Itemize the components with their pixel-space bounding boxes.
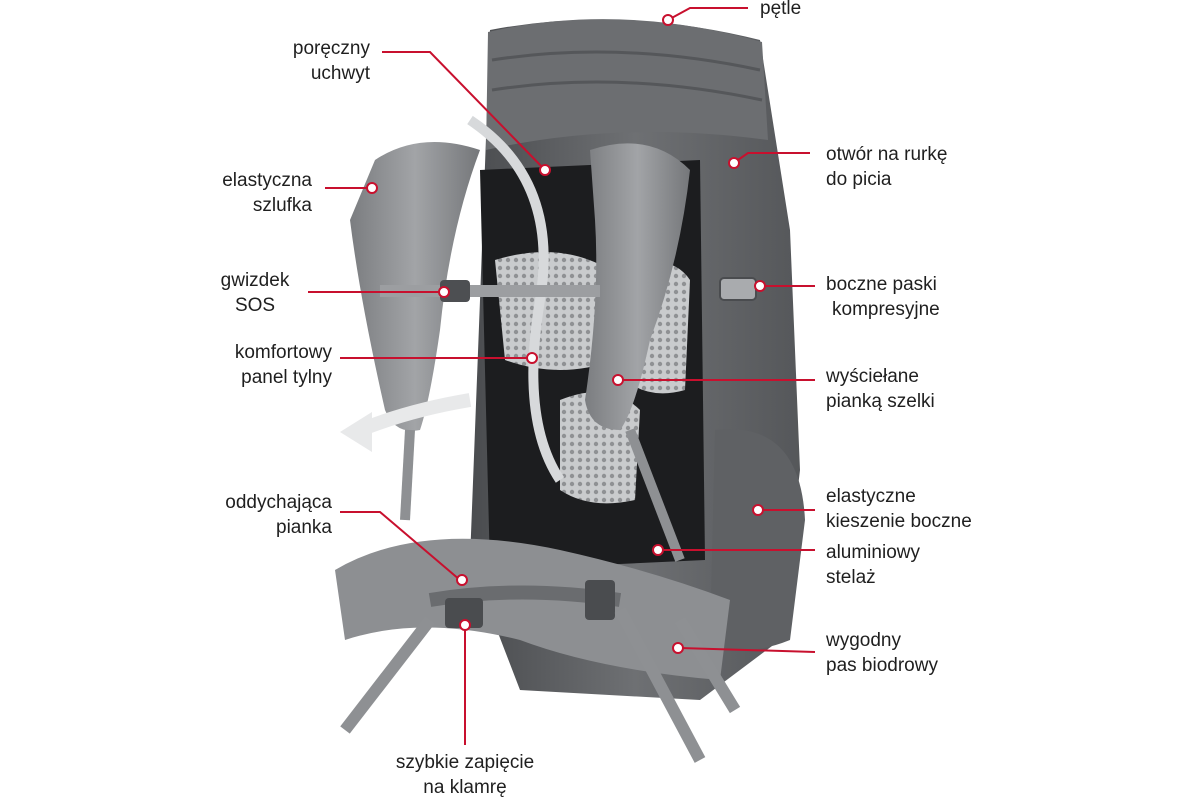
pointer-dots <box>366 14 766 654</box>
label-elastyczne-kieszenie-line1: elastyczne <box>826 486 916 507</box>
mesh-panel <box>495 252 615 370</box>
label-wyscielane-szelki-line1: wyściełane <box>826 366 919 387</box>
label-gwizdek-sos-line1: gwizdek <box>220 270 290 291</box>
dot-szybkie-zapiecie <box>459 619 471 631</box>
label-aluminiowy-stelaz-line1: aluminiowy <box>826 542 920 563</box>
dot-aluminiowy-stelaz <box>652 544 664 556</box>
label-gwizdek-sos: gwizdek SOS <box>205 268 305 318</box>
dot-boczne-paski <box>754 280 766 292</box>
pointer-petle <box>667 7 748 21</box>
label-komfortowy-panel-line2: panel tylny <box>241 367 332 388</box>
pointer-wygodny-pas <box>679 647 816 653</box>
label-boczne-paski-line2: kompresyjne <box>832 299 940 320</box>
label-szybkie-zapiecie-line1: szybkie zapięcie <box>395 752 535 773</box>
label-oddychajaca-pianka-line1: oddychająca <box>225 492 332 513</box>
label-wygodny-pas-line1: wygodny <box>826 630 901 651</box>
label-szybkie-zapiecie: szybkie zapięcie na klamrę <box>370 750 560 800</box>
label-aluminiowy-stelaz-line2: stelaż <box>826 567 876 588</box>
label-oddychajaca-pianka: oddychająca pianka <box>225 490 332 540</box>
label-elastyczna-szlufka-line2: szlufka <box>252 195 312 216</box>
label-petle: pętle <box>760 0 801 21</box>
label-elastyczne-kieszenie-line2: kieszenie boczne <box>826 511 972 532</box>
dot-otwor-rurka <box>728 157 740 169</box>
label-elastyczna-szlufka-line1: elastyczna <box>222 170 312 191</box>
label-poreczny-uchwyt-line1: poręczny <box>292 38 370 59</box>
label-gwizdek-sos-line2: SOS <box>234 295 276 316</box>
label-otwor-rurka: otwór na rurkę do picia <box>826 142 947 192</box>
label-otwor-rurka-line1: otwór na rurkę <box>826 144 948 165</box>
label-oddychajaca-pianka-line2: pianka <box>276 517 332 538</box>
pointer-poreczny-uchwyt <box>382 51 546 171</box>
label-otwor-rurka-line2: do picia <box>826 169 892 190</box>
label-elastyczne-kieszenie: elastyczne kieszenie boczne <box>826 484 972 534</box>
label-szybkie-zapiecie-line2: na klamrę <box>423 777 507 798</box>
label-komfortowy-panel-line1: komfortowy <box>234 342 332 363</box>
label-poreczny-uchwyt: poręczny uchwyt <box>293 36 370 86</box>
backpack-illustration <box>335 19 805 763</box>
pointer-lines <box>308 7 816 745</box>
hip-belt <box>335 538 730 680</box>
label-komfortowy-panel: komfortowy panel tylny <box>235 340 332 390</box>
label-poreczny-uchwyt-line2: uchwyt <box>310 63 370 84</box>
label-wyscielane-szelki-line2: pianką szelki <box>826 391 935 412</box>
dot-wyscielane-szelki <box>612 374 624 386</box>
label-wyscielane-szelki: wyściełane pianką szelki <box>826 364 935 414</box>
label-petle-line1: pętle <box>760 0 802 19</box>
pointer-oddychajaca-pianka <box>340 511 461 581</box>
dot-komfortowy-panel <box>526 352 538 364</box>
pointer-otwor-rurka <box>734 152 810 163</box>
dot-gwizdek-sos <box>438 286 450 298</box>
dot-wygodny-pas <box>672 642 684 654</box>
label-wygodny-pas-line2: pas biodrowy <box>826 655 938 676</box>
dot-poreczny-uchwyt <box>539 164 551 176</box>
dot-oddychajaca-pianka <box>456 574 468 586</box>
label-boczne-paski: boczne paski kompresyjne <box>826 272 940 322</box>
dot-elastyczne-kieszenie <box>752 504 764 516</box>
side-pocket <box>710 429 805 650</box>
right-shoulder-strap <box>585 143 690 431</box>
label-elastyczna-szlufka: elastyczna szlufka <box>222 168 312 218</box>
dot-petle <box>662 14 674 26</box>
label-aluminiowy-stelaz: aluminiowy stelaż <box>826 540 920 590</box>
label-boczne-paski-line1: boczne paski <box>826 274 937 295</box>
dot-elastyczna-szlufka <box>366 182 378 194</box>
label-wygodny-pas: wygodny pas biodrowy <box>826 628 938 678</box>
